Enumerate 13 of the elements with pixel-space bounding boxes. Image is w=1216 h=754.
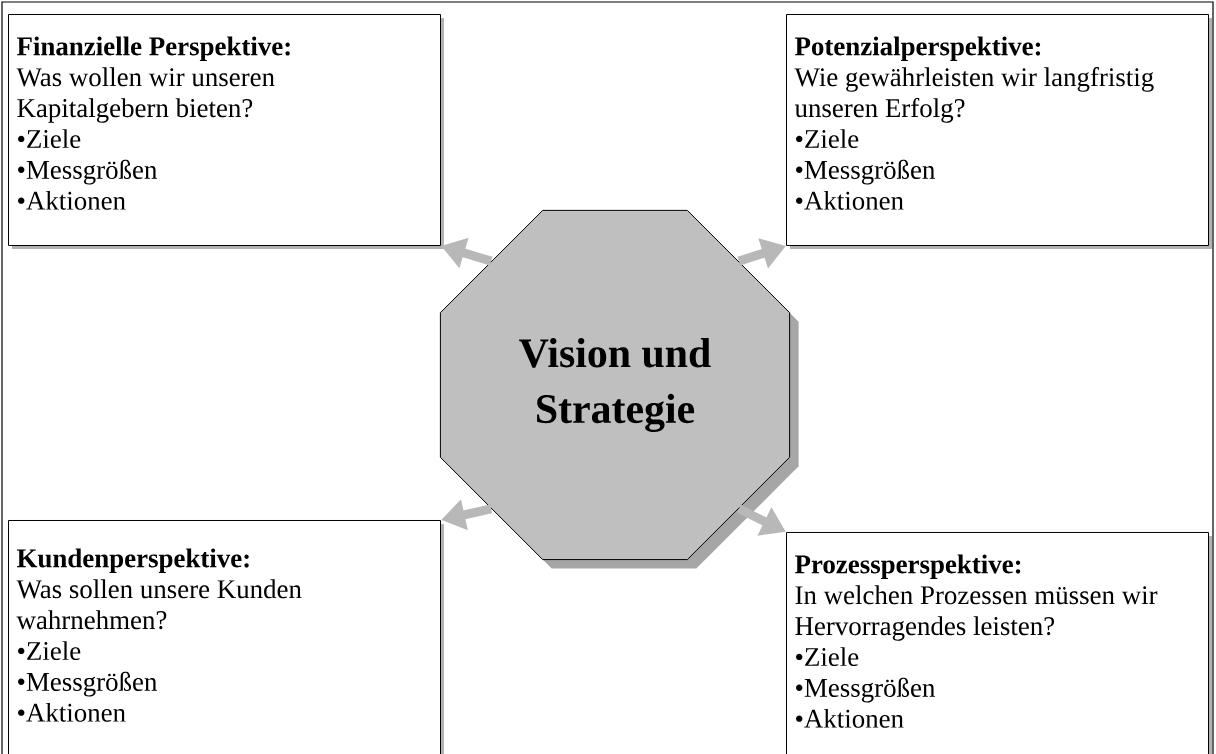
node-label: •Ziele: [796, 647, 859, 667]
node-label: In welchen Prozessen müssen wir Hervorragendes leisten?: [795, 585, 1158, 641]
node-label: •Ziele: [18, 641, 81, 661]
node-label: •Aktionen: [18, 702, 126, 722]
text-box: Finanzielle Perspektive: Was wollen wir unseren Kapitalgebern bieten? •Ziele •Messgrößen •Aktionen: [8, 14, 444, 249]
text-box: Potenzialperspektive: Wie gewährleisten wir langfristig unseren Erfolg? •Ziele •Messgrößen •Aktionen: [786, 14, 1212, 249]
node-label: •Aktionen: [796, 708, 904, 728]
node-label: Was sollen unsere Kunden wahrnehmen?: [16, 579, 302, 630]
text-box: Prozessperspektive: In welchen Prozessen müssen wir Hervorragendes leisten? •Ziele •Messgrößen •Aktionen: [786, 532, 1212, 754]
text-box: Kundenperspektive: Was sollen unsere Kunden wahrnehmen? •Ziele •Messgrößen •Aktionen: [8, 520, 444, 754]
node-label: •Messgrößen: [796, 677, 935, 703]
node-label: Kundenperspektive:: [16, 548, 249, 573]
node-label: •Messgrößen: [18, 671, 157, 697]
